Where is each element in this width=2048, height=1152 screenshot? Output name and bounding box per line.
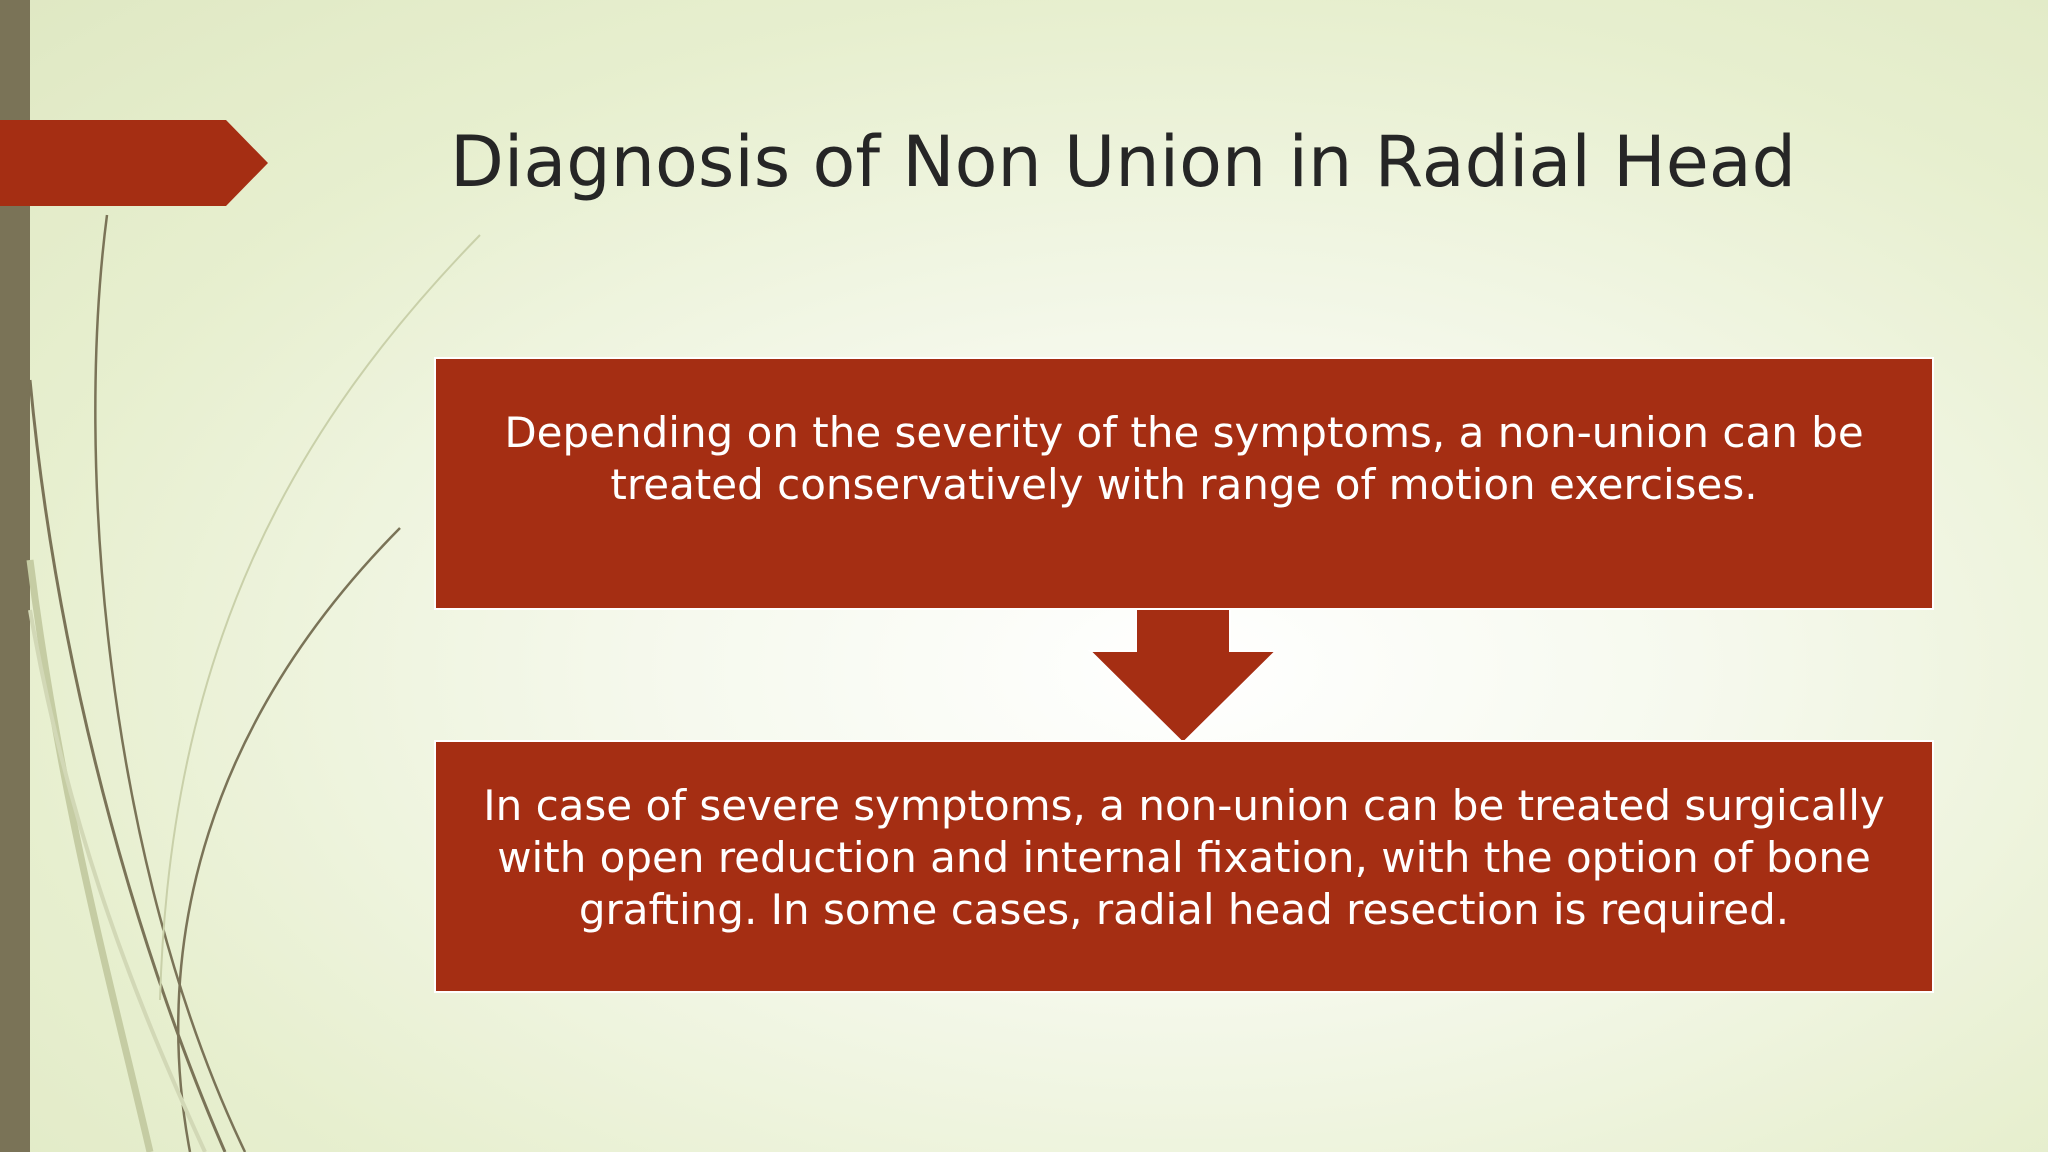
pentagon-tab-icon [0, 120, 268, 206]
slide-title: Diagnosis of Non Union in Radial Head [450, 121, 1797, 203]
flow-step-1-box: Depending on the severity of the symptom… [434, 357, 1934, 610]
flow-step-2-box: In case of severe symptoms, a non-union … [434, 740, 1934, 993]
flow-step-2-text: In case of severe symptoms, a non-union … [483, 780, 1885, 934]
flow-step-1-text: Depending on the severity of the symptom… [504, 407, 1864, 509]
down-arrow-icon [1088, 609, 1278, 745]
